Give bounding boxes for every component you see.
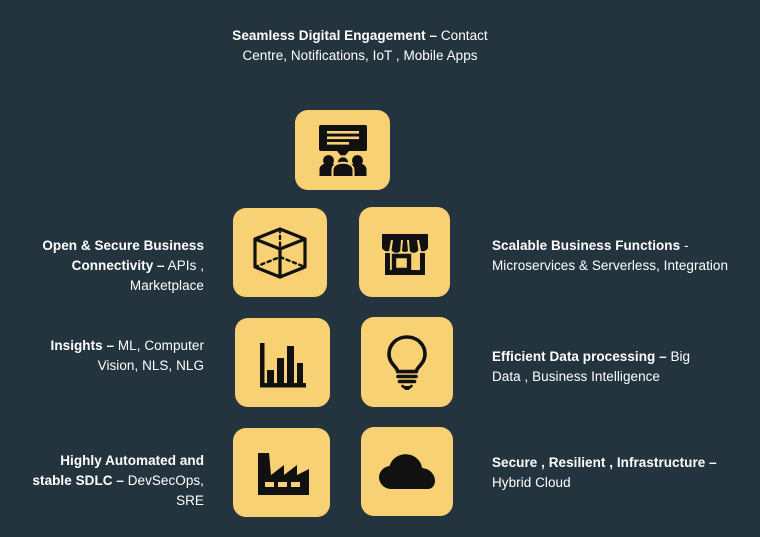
wireframe-cube-icon: [251, 225, 309, 281]
caption-engagement-title: Seamless Digital Engagement –: [232, 28, 438, 43]
caption-data-processing: Efficient Data processing – Big Data , B…: [492, 347, 702, 387]
caption-engagement: Seamless Digital Engagement – Contact Ce…: [220, 26, 500, 66]
caption-data-processing-detail: Big Data , Business Intelligence: [492, 349, 691, 384]
tile-data-processing[interactable]: [361, 317, 453, 407]
caption-insights-title: Insights –: [50, 338, 115, 353]
caption-data-processing-title: Efficient Data processing –: [492, 349, 667, 364]
cloud-icon: [378, 453, 436, 491]
caption-insights: Insights – ML, Computer Vision, NLS, NLG: [38, 336, 204, 376]
lightbulb-icon: [384, 334, 430, 390]
tile-scalable[interactable]: [359, 207, 450, 297]
caption-scalable-detail: - Microservices & Serverless, Integratio…: [492, 238, 729, 273]
storefront-icon: [378, 225, 432, 279]
caption-infrastructure-title: Secure , Resilient , Infrastructure –: [492, 455, 717, 470]
caption-scalable: Scalable Business Functions - Microservi…: [492, 236, 732, 276]
tile-engagement[interactable]: [295, 110, 390, 190]
caption-sdlc-title: Highly Automated and stable SDLC –: [32, 453, 204, 488]
bar-chart-icon: [257, 337, 309, 389]
caption-sdlc: Highly Automated and stable SDLC – DevSe…: [18, 451, 204, 511]
factory-icon: [253, 449, 311, 497]
caption-infrastructure: Secure , Resilient , Infrastructure – Hy…: [492, 453, 727, 493]
caption-scalable-title: Scalable Business Functions: [492, 238, 681, 253]
tile-connectivity[interactable]: [233, 208, 327, 297]
caption-engagement-detail: Contact Centre, Notifications, IoT , Mob…: [242, 28, 488, 63]
caption-connectivity-detail: APIs , Marketplace: [129, 257, 204, 293]
caption-sdlc-detail: DevSecOps, SRE: [123, 472, 204, 508]
caption-connectivity-title: Open & Secure Business Connectivity –: [42, 238, 204, 273]
caption-insights-detail: ML, Computer Vision, NLS, NLG: [97, 338, 204, 373]
tile-insights[interactable]: [235, 318, 330, 407]
caption-connectivity: Open & Secure Business Connectivity – AP…: [18, 236, 204, 296]
caption-infrastructure-detail: Hybrid Cloud: [492, 474, 571, 490]
speech-bubble-people-icon: [315, 123, 371, 177]
tile-infrastructure[interactable]: [361, 427, 453, 516]
tile-sdlc[interactable]: [233, 428, 330, 517]
